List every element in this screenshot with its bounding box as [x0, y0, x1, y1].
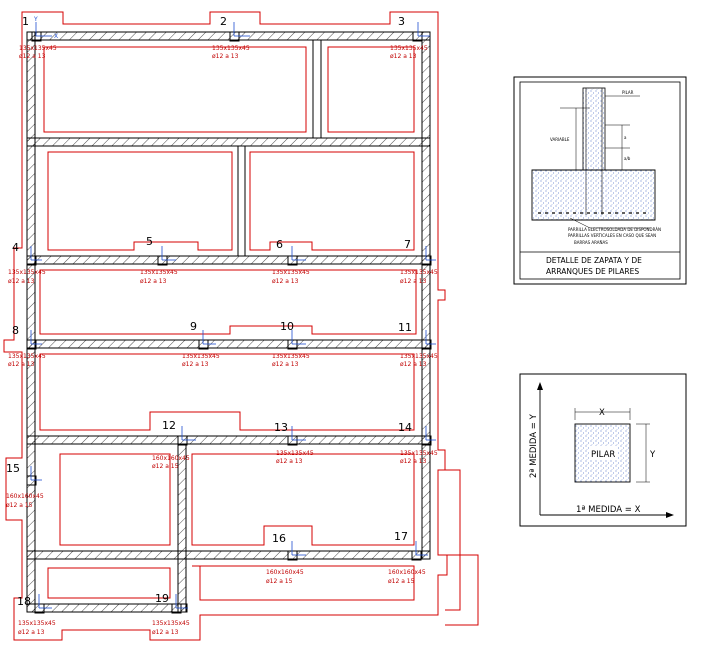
- pillar-rebar-6: ø12 a 13: [272, 278, 299, 285]
- pillar-label-10: 135x135x45: [272, 353, 310, 360]
- pillar-numbers: 1 2 3 4 5 6 7 8 9 10 11 12 13 14 15 16 1…: [6, 15, 412, 608]
- pillar-label-14: 135x135x45: [400, 450, 438, 457]
- pillar-rebar-18: ø12 a 13: [18, 629, 45, 636]
- pillar-axis-marks: [30, 22, 436, 609]
- pillar-rebar-7: ø12 a 13: [400, 278, 427, 285]
- detail-caption-line-1: DETALLE DE ZAPATA Y DE: [546, 256, 642, 265]
- pillar-label-8: 135x135x45: [8, 353, 46, 360]
- footing-detail-panel: [513, 76, 687, 285]
- measure-first-label: 1ª MEDIDA = X: [576, 505, 641, 515]
- pillar-markers: [26, 31, 432, 614]
- pillar-number-17: 17: [394, 530, 408, 543]
- pillar-number-5: 5: [146, 235, 153, 248]
- footing-outline: [3, 11, 479, 641]
- detail-a-label: a: [624, 135, 627, 140]
- detail-note-line-1: PARRILLA ELECTROSOLDADA DE DISPONDRÁN: [568, 227, 661, 232]
- detail-note-line-3: BARRAS ARAÑAS: [574, 240, 608, 245]
- detail-pilar-label: PILAR: [622, 90, 634, 95]
- pillar-label-13: 135x135x45: [276, 450, 314, 457]
- pillar-rebar-8: ø12 a 13: [8, 361, 35, 368]
- measure-y-label: Y: [649, 450, 656, 460]
- axis-x-label: X: [54, 33, 58, 40]
- pillar-label-17: 160x160x45: [388, 569, 426, 576]
- pillar-number-12: 12: [162, 419, 176, 432]
- pillar-label-7: 135x135x45: [400, 269, 438, 276]
- pillar-label-4: 135x135x45: [8, 269, 46, 276]
- pillar-number-7: 7: [404, 238, 411, 251]
- pillar-rebar-15: ø12 a 15: [6, 502, 33, 509]
- pillar-number-11: 11: [398, 321, 412, 334]
- pillar-label-6: 135x135x45: [272, 269, 310, 276]
- pillar-number-2: 2: [220, 15, 227, 28]
- pillar-rebar-10: ø12 a 13: [272, 361, 299, 368]
- measurement-legend-panel: [519, 373, 687, 527]
- pillar-number-4: 4: [12, 241, 19, 254]
- measure-pilar-label: PILAR: [591, 450, 615, 460]
- pillar-rebar-5: ø12 a 13: [140, 278, 167, 285]
- pillar-rebar-12: ø12 a 15: [152, 463, 179, 470]
- pillar-label-9: 135x135x45: [182, 353, 220, 360]
- pillar-labels: 135x135x45 ø12 a 13 135x135x45 ø12 a 13 …: [6, 45, 438, 636]
- detail-note-line-2: PARRILLAS VERTICALES EN CASO QUE SEAN: [568, 233, 656, 238]
- pillar-label-18: 135x135x45: [18, 620, 56, 627]
- pillar-number-1: 1: [22, 15, 29, 28]
- pillar-number-9: 9: [190, 320, 197, 333]
- pillar-label-19: 135x135x45: [152, 620, 190, 627]
- pillar-number-14: 14: [398, 421, 412, 434]
- pillar-label-12: 160x160x45: [152, 455, 190, 462]
- pillar-rebar-11: ø12 a 13: [400, 361, 427, 368]
- beams: [26, 31, 431, 613]
- pillar-rebar-19: ø12 a 13: [152, 629, 179, 636]
- pillar-label-2: 135x135x45: [212, 45, 250, 52]
- pillar-rebar-14: ø12 a 13: [400, 458, 427, 465]
- pillar-label-11: 135x135x45: [400, 353, 438, 360]
- pillar-number-6: 6: [276, 238, 283, 251]
- pillar-number-16: 16: [272, 532, 286, 545]
- pillar-rebar-2: ø12 a 13: [212, 53, 239, 60]
- pillar-rebar-13: ø12 a 13: [276, 458, 303, 465]
- pillar-label-1: 135x135x45: [19, 45, 57, 52]
- pillar-label-15: 160x160x45: [6, 493, 44, 500]
- pillar-rebar-3: ø12 a 13: [390, 53, 417, 60]
- pillar-rebar-17: ø12 a 15: [388, 578, 415, 585]
- pillar-rebar-4: ø12 a 13: [8, 278, 35, 285]
- axis-y-label: Y: [33, 16, 38, 23]
- pillar-number-13: 13: [274, 421, 288, 434]
- pillar-number-19: 19: [155, 592, 169, 605]
- pillar-number-15: 15: [6, 462, 20, 475]
- measure-second-label: 2ª MEDIDA = Y: [529, 413, 539, 478]
- pillar-label-3: 135x135x45: [390, 45, 428, 52]
- detail-variable-label: VARIABLE: [550, 137, 570, 142]
- pillar-rebar-1: ø12 a 13: [19, 53, 46, 60]
- pillar-number-10: 10: [280, 320, 294, 333]
- pillar-number-8: 8: [12, 324, 19, 337]
- pillar-number-3: 3: [398, 15, 405, 28]
- pillar-label-16: 160x160x45: [266, 569, 304, 576]
- pillar-rebar-16: ø12 a 15: [266, 578, 293, 585]
- pillar-number-18: 18: [17, 595, 31, 608]
- room-outlines: [39, 46, 417, 601]
- pillar-label-5: 135x135x45: [140, 269, 178, 276]
- detail-ab-label: a/b: [624, 156, 631, 161]
- measure-x-label: X: [599, 408, 605, 418]
- detail-caption-line-2: ARRANQUES DE PILARES: [546, 267, 639, 276]
- pillar-rebar-9: ø12 a 13: [182, 361, 209, 368]
